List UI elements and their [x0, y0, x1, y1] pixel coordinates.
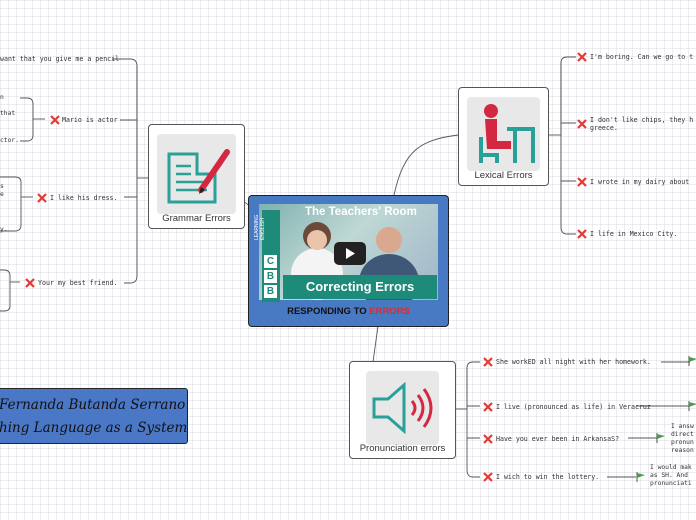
error-x-icon: [483, 472, 493, 482]
pronunciation-note: I answ direct pronun reason: [671, 423, 694, 454]
lexical-item[interactable]: I'm boring. Can we go to t: [590, 53, 694, 61]
video-subtitle: Correcting Errors: [305, 279, 415, 294]
lexical-item[interactable]: I don't like chips, they h greece.: [590, 116, 694, 132]
grammar-item[interactable]: Your my best friend.: [38, 279, 118, 287]
error-x-icon: [483, 402, 493, 412]
video-caption: RESPONDING TO ERRORS: [287, 306, 410, 317]
pronunciation-errors-node[interactable]: Pronunciation errors: [349, 361, 456, 459]
error-x-icon: [577, 229, 587, 239]
pronunciation-item[interactable]: She workED all night with her homework.: [496, 358, 651, 366]
green-flag-icon: [688, 356, 696, 366]
brand-text: LEARNING ENGLISH: [254, 214, 266, 240]
grammar-note: y.: [0, 226, 8, 233]
play-button[interactable]: [334, 242, 366, 265]
error-x-icon: [25, 278, 35, 288]
grammar-errors-label: Grammar Errors: [162, 213, 231, 224]
pronunciation-item[interactable]: I live (pronounced as life) in Veracruz: [496, 403, 651, 411]
green-flag-icon: [688, 401, 696, 411]
grammar-note: n: [0, 94, 4, 101]
brand-letter: B: [264, 285, 277, 298]
video-title: The Teachers' Room: [305, 206, 417, 218]
green-flag-icon: [656, 433, 665, 443]
lexical-item[interactable]: I wrote in my dairy about: [590, 178, 690, 186]
student-desk-icon: [467, 97, 540, 171]
error-x-icon: [577, 119, 587, 129]
brand-letter: B: [264, 270, 277, 283]
pronunciation-item[interactable]: I wich to win the lottery.: [496, 473, 600, 481]
course-name: hing Language as a System: [0, 420, 188, 436]
author-name: Fernanda Butanda Serrano: [0, 397, 186, 413]
error-x-icon: [577, 52, 587, 62]
grammar-item[interactable]: I like his dress.: [50, 194, 118, 202]
grammar-errors-node[interactable]: Grammar Errors: [148, 124, 245, 229]
grammar-note: that: [0, 110, 16, 117]
grammar-note: e: [0, 191, 4, 198]
document-pen-icon: [157, 134, 236, 214]
author-box[interactable]: Fernanda Butanda Serrano hing Language a…: [0, 388, 188, 444]
lexical-errors-node[interactable]: Lexical Errors: [458, 87, 549, 186]
grammar-note: ctor.: [0, 137, 19, 144]
speaker-icon: [366, 371, 439, 445]
grammar-item[interactable]: want that you give me a pencil: [0, 55, 120, 63]
grammar-note: s: [0, 183, 4, 190]
pronunciation-item[interactable]: Have you ever been in ArkansaS?: [496, 435, 620, 443]
pronunciation-note: I would mak as SH. And pronunciati: [650, 464, 692, 487]
error-x-icon: [50, 115, 60, 125]
error-x-icon: [577, 177, 587, 187]
error-x-icon: [37, 193, 47, 203]
green-flag-icon: [636, 472, 645, 482]
pronunciation-errors-label: Pronunciation errors: [359, 443, 446, 454]
grammar-item[interactable]: Mario is actor: [62, 116, 118, 124]
lexical-errors-label: Lexical Errors: [474, 170, 533, 181]
brand-letter: C: [264, 255, 277, 268]
lexical-item[interactable]: I life in Mexico City.: [590, 230, 678, 238]
error-x-icon: [483, 434, 493, 444]
video-banner: [283, 275, 437, 299]
error-x-icon: [483, 357, 493, 367]
